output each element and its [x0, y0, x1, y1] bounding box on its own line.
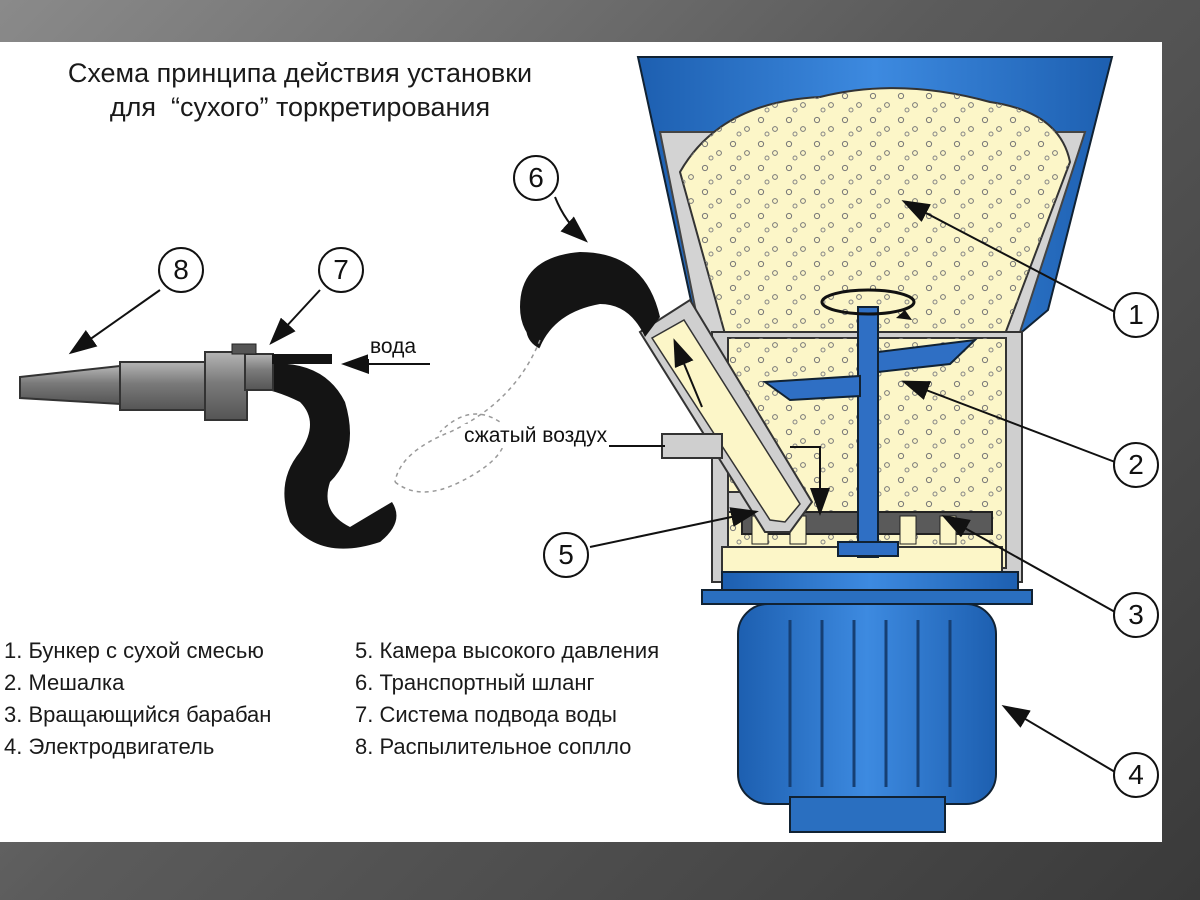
callout-arrows — [68, 196, 1116, 773]
legend-item-8: 8. Распылительное соплло — [355, 734, 632, 759]
diagram-title-line-1: Схема принципа действия установки — [67, 58, 533, 88]
diagram-title-line-2: для “сухого” торкретирования — [109, 92, 491, 122]
slide: Схема принципа действия установки для “с… — [0, 42, 1162, 842]
legend-item-3: 3. Вращающийся барабан — [4, 702, 272, 727]
callout-7: 7 — [318, 247, 364, 293]
nozzle-assembly — [19, 343, 665, 447]
hopper — [636, 56, 1114, 348]
callout-2: 2 — [1113, 442, 1159, 488]
agitator — [762, 288, 978, 558]
legend-item-5: 5. Камера высокого давления — [355, 638, 660, 663]
shotcrete-machine-diagram — [19, 56, 1116, 833]
callout-3: 3 — [1113, 592, 1159, 638]
transport-hose — [245, 252, 660, 549]
outlet-pipe — [638, 298, 830, 533]
legend-item-4: 4. Электродвигатель — [4, 734, 215, 759]
callout-5: 5 — [543, 532, 589, 578]
callout-4: 4 — [1113, 752, 1159, 798]
legend-item-1: 1. Бункер с сухой смесью — [4, 638, 264, 663]
legend-item-6: 6. Транспортный шланг — [355, 670, 595, 695]
compressed-air-label: сжатый воздух — [462, 424, 610, 448]
electric-motor — [701, 571, 1033, 833]
callout-6: 6 — [513, 155, 559, 201]
callout-8: 8 — [158, 247, 204, 293]
water-label: вода — [368, 335, 419, 359]
legend-item-7: 7. Система подвода воды — [355, 702, 617, 727]
legend-item-2: 2. Мешалка — [4, 670, 125, 695]
callout-1: 1 — [1113, 292, 1159, 338]
